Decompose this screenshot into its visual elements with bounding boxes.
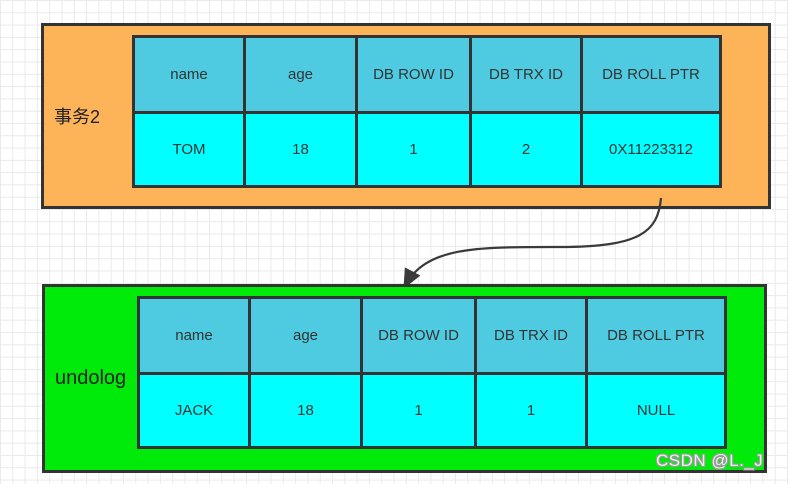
value-cell-name: JACK bbox=[137, 372, 251, 449]
transaction2-container: 事务2 name age DB ROW ID DB TRX ID DB ROLL… bbox=[41, 23, 771, 209]
transaction2-record-table: name age DB ROW ID DB TRX ID DB ROLL PTR… bbox=[132, 35, 722, 188]
value-cell-age: 18 bbox=[248, 372, 363, 449]
header-cell-trxid: DB TRX ID bbox=[474, 296, 588, 375]
value-cell-rowid: 1 bbox=[355, 111, 472, 188]
undolog-data-row: JACK 18 1 1 NULL bbox=[137, 372, 727, 449]
header-cell-rollptr: DB ROLL PTR bbox=[580, 35, 722, 114]
header-cell-trxid: DB TRX ID bbox=[469, 35, 583, 114]
value-cell-age: 18 bbox=[243, 111, 358, 188]
header-cell-age: age bbox=[248, 296, 363, 375]
transaction2-label: 事务2 bbox=[54, 107, 101, 127]
value-cell-name: TOM bbox=[132, 111, 246, 188]
undolog-header-row: name age DB ROW ID DB TRX ID DB ROLL PTR bbox=[137, 296, 727, 375]
header-cell-rowid: DB ROW ID bbox=[360, 296, 477, 375]
undolog-container: undolog name age DB ROW ID DB TRX ID DB … bbox=[42, 284, 767, 473]
value-cell-rowid: 1 bbox=[360, 372, 477, 449]
value-cell-trxid: 1 bbox=[474, 372, 588, 449]
value-cell-rollptr: 0X11223312 bbox=[580, 111, 722, 188]
undolog-label: undolog bbox=[55, 367, 127, 389]
transaction2-data-row: TOM 18 1 2 0X11223312 bbox=[132, 111, 722, 188]
value-cell-trxid: 2 bbox=[469, 111, 583, 188]
header-cell-rowid: DB ROW ID bbox=[355, 35, 472, 114]
undolog-record-table: name age DB ROW ID DB TRX ID DB ROLL PTR… bbox=[137, 296, 727, 449]
header-cell-age: age bbox=[243, 35, 358, 114]
transaction2-header-row: name age DB ROW ID DB TRX ID DB ROLL PTR bbox=[132, 35, 722, 114]
header-cell-name: name bbox=[132, 35, 246, 114]
watermark: CSDN @L._J bbox=[656, 451, 764, 470]
header-cell-rollptr: DB ROLL PTR bbox=[585, 296, 727, 375]
header-cell-name: name bbox=[137, 296, 251, 375]
value-cell-rollptr: NULL bbox=[585, 372, 727, 449]
